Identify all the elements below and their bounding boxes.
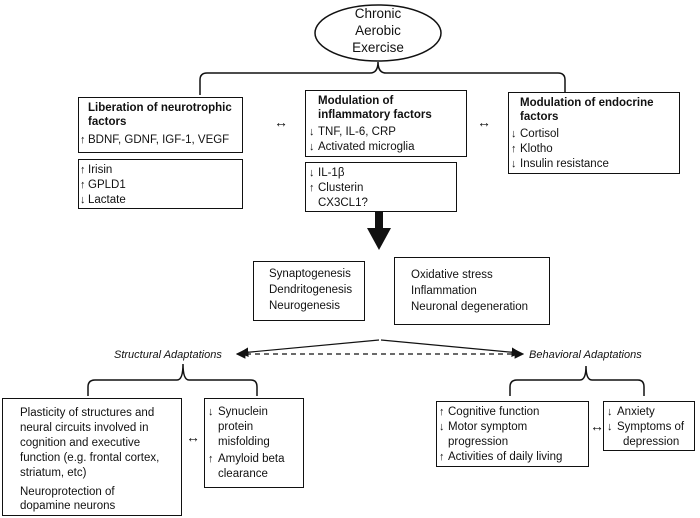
motor-down-icon: ↓ — [439, 421, 445, 433]
double-arrow-structural: ↔ — [186, 429, 200, 445]
inflammatory-box — [305, 90, 467, 157]
dendritogenesis-label: Dendritogenesis — [269, 284, 353, 296]
neurotrophic-box — [78, 97, 243, 153]
neurotrophic-sub-box — [78, 159, 243, 209]
double-arrow-left: ↔ — [274, 114, 288, 130]
inflammation-label: Inflammation — [411, 285, 477, 297]
cortisol-label: Cortisol — [520, 128, 559, 140]
behavioral-label: Behavioral Adaptations — [529, 349, 642, 361]
big-arrow-head — [367, 228, 391, 250]
lactate-label: Lactate — [88, 194, 126, 206]
behavior-box — [436, 401, 589, 467]
synuclein-line-2: protein — [218, 421, 254, 433]
plasticity-line-3: cognition and executive — [20, 437, 141, 449]
top-title-line-2: Aerobic — [355, 23, 401, 38]
clusterin-up-icon: ↑ — [309, 182, 315, 194]
irisin-label: Irisin — [88, 164, 113, 176]
synuclein-box — [204, 398, 304, 488]
plasticity-line-2: neural circuits involved in — [20, 422, 149, 434]
neurogenesis-label: Neurogenesis — [269, 300, 340, 312]
double-arrow-behavioral: ↔ — [590, 418, 604, 434]
insulin-down-icon: ↓ — [511, 158, 517, 170]
neurotrophic-factors: BDNF, GDNF, IGF-1, VEGF — [88, 134, 230, 146]
irisin-up-icon: ↑ — [80, 164, 86, 176]
endocrine-title-2: factors — [520, 111, 559, 123]
tnf-down-icon: ↓ — [309, 126, 315, 138]
synuclein-line-1: Synuclein — [218, 406, 268, 418]
structural-bracket — [87, 363, 258, 396]
tnf-label: TNF, IL-6, CRP — [318, 126, 396, 138]
anxiety-box — [603, 401, 695, 451]
structural-label: Structural Adaptations — [114, 349, 222, 361]
neuroprotection-line-1: Neuroprotection of — [20, 486, 115, 498]
top-title-line-3: Exercise — [352, 40, 404, 55]
plasticity-line-5: striatum, etc) — [20, 467, 87, 479]
amyloid-line-2: clearance — [218, 468, 268, 480]
behavioral-bracket — [509, 365, 645, 396]
depression-down-icon: ↓ — [607, 421, 613, 433]
cognitive-label: Cognitive function — [448, 406, 540, 418]
klotho-up-icon: ↑ — [511, 143, 517, 155]
double-arrow-right: ↔ — [477, 114, 491, 130]
lactate-down-icon: ↓ — [80, 194, 86, 206]
oxidative-box — [394, 257, 550, 325]
top-ellipse — [314, 4, 442, 62]
amyloid-up-icon: ↑ — [208, 453, 214, 465]
cortisol-down-icon: ↓ — [511, 128, 517, 140]
anxiety-label: Anxiety — [617, 406, 655, 418]
synaptogenesis-label: Synaptogenesis — [269, 268, 351, 280]
cx3cl1-label: CX3CL1? — [318, 197, 368, 209]
inflammatory-sub-box — [305, 162, 457, 212]
plasticity-line-4: function (e.g. frontal cortex, — [20, 452, 160, 464]
big-arrow-shaft — [375, 212, 383, 230]
arrow-to-behavioral — [380, 339, 522, 357]
degeneration-label: Neuronal degeneration — [411, 301, 529, 313]
neurotrophic-title-2: factors — [88, 116, 127, 128]
endocrine-box — [508, 92, 680, 174]
daily-label: Activities of daily living — [448, 451, 563, 463]
inflammatory-title-1: Modulation of — [318, 95, 394, 107]
il1b-down-icon: ↓ — [309, 167, 315, 179]
depression-label: depression — [623, 436, 680, 448]
top-title-line-1: Chronic — [354, 6, 402, 21]
arrow-to-structural — [238, 339, 380, 357]
plasticity-box — [2, 398, 182, 516]
neuroprotection-line-2: dopamine neurons — [20, 500, 116, 512]
gpld1-up-icon: ↑ — [80, 179, 86, 191]
neurotrophic-title-1: Liberation of neurotrophic — [88, 102, 232, 114]
daily-up-icon: ↑ — [439, 451, 445, 463]
microglia-label: Activated microglia — [318, 141, 415, 153]
symptoms-label: Symptoms of — [617, 421, 685, 433]
endocrine-title-1: Modulation of endocrine — [520, 97, 654, 109]
anxiety-down-icon: ↓ — [607, 406, 613, 418]
il1b-label: IL-1β — [318, 167, 345, 179]
synuclein-down-icon: ↓ — [208, 406, 214, 418]
neurotrophic-up-icon: ↑ — [80, 134, 86, 146]
top-bracket — [199, 61, 566, 95]
synuclein-line-3: misfolding — [218, 436, 270, 448]
cognitive-up-icon: ↑ — [439, 406, 445, 418]
oxidative-label: Oxidative stress — [411, 269, 493, 281]
klotho-label: Klotho — [520, 143, 553, 155]
progression-label: progression — [448, 436, 509, 448]
clusterin-label: Clusterin — [318, 182, 364, 194]
motor-label: Motor symptom — [448, 421, 528, 433]
synaptogenesis-box — [253, 261, 365, 321]
plasticity-line-1: Plasticity of structures and — [20, 407, 155, 419]
microglia-down-icon: ↓ — [309, 141, 315, 153]
insulin-label: Insulin resistance — [520, 158, 609, 170]
gpld1-label: GPLD1 — [88, 179, 126, 191]
inflammatory-title-2: inflammatory factors — [318, 109, 432, 121]
amyloid-line-1: Amyloid beta — [218, 453, 285, 465]
